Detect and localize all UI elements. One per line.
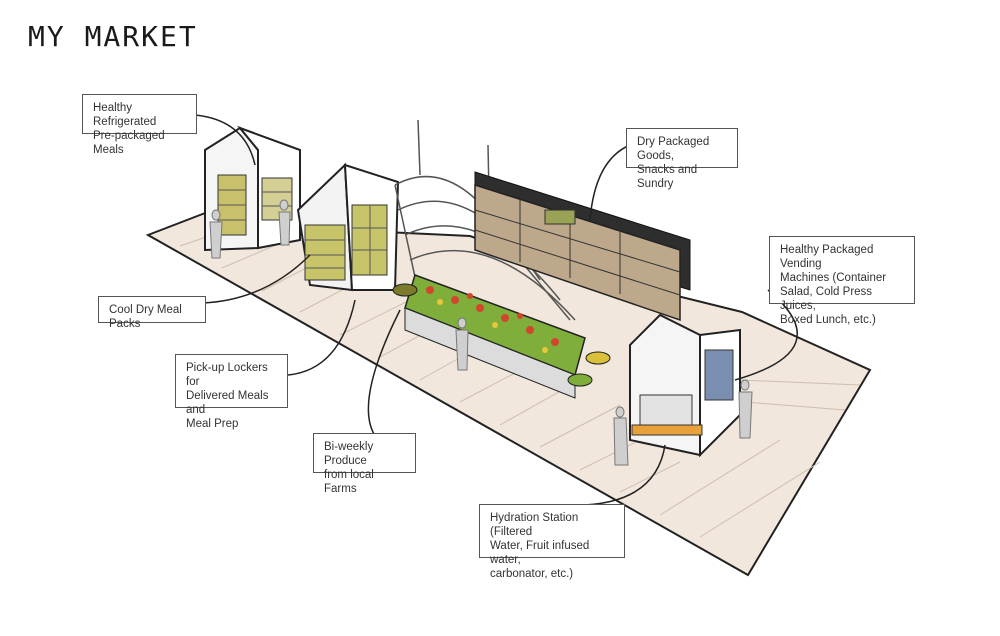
callout-pickup-lockers: Pick-up Lockers for Delivered Meals and …	[175, 354, 288, 430]
pickup-lockers-kiosk	[296, 162, 400, 292]
vending-kiosk	[629, 313, 741, 458]
callout-vending-machines: Healthy Packaged Vending Machines (Conta…	[769, 236, 915, 326]
callout-refrigerated-meals: Healthy Refrigerated Pre-packaged Meals	[82, 94, 197, 156]
produce-display	[392, 274, 611, 399]
callout-cool-dry-meal-packs: Cool Dry Meal Packs	[98, 296, 206, 330]
callout-produce: Bi-weekly Produce from local Farms	[313, 433, 416, 495]
people	[209, 199, 753, 466]
page-title: MY MARKET	[28, 20, 198, 53]
dry-goods-shelving	[474, 171, 691, 322]
callout-hydration-station: Hydration Station (Filtered Water, Fruit…	[479, 504, 625, 580]
callout-dry-packaged-goods: Dry Packaged Goods, Snacks and Sundry	[626, 128, 738, 190]
